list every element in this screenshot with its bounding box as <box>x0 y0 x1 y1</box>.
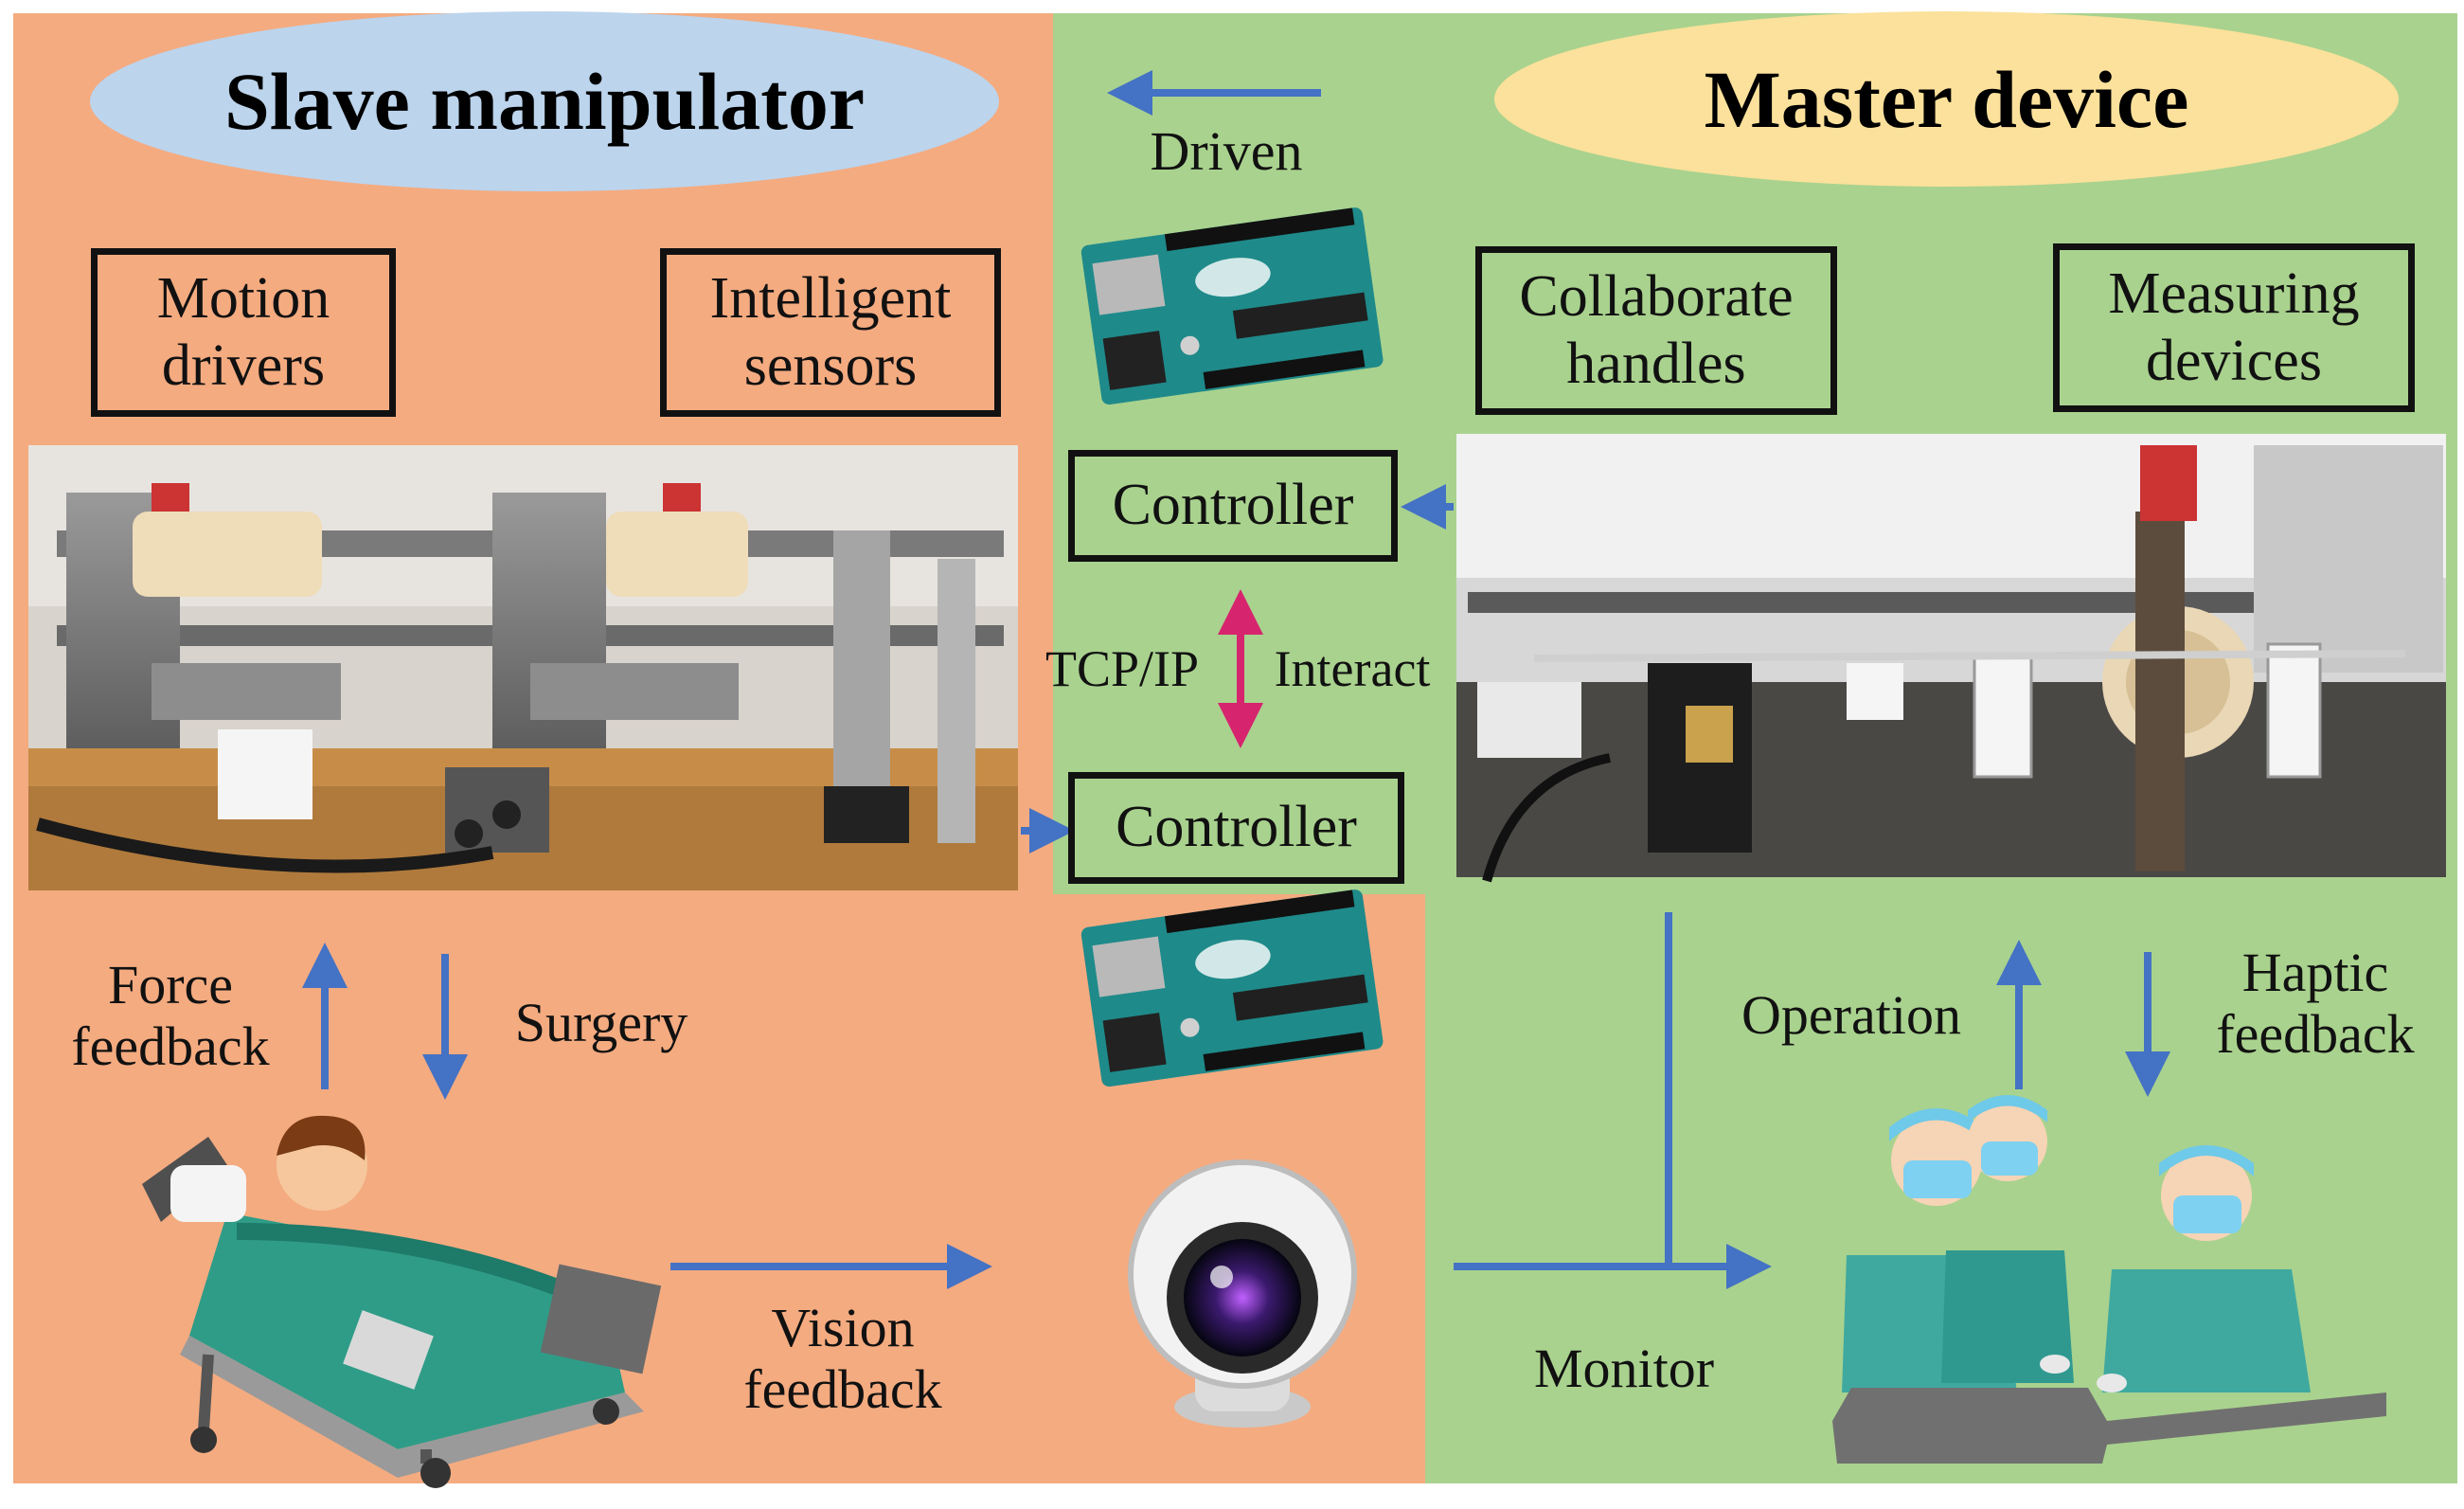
force-feedback-line2: feedback <box>71 1015 270 1077</box>
slave-robot-photo <box>28 445 1018 890</box>
operation-label: Operation <box>1741 984 1961 1046</box>
surgeons-icon <box>1832 1095 2386 1464</box>
vision-feedback-label: Vision feedback <box>705 1297 980 1421</box>
slave-title: Slave manipulator <box>223 56 866 147</box>
arduino-board-bottom-icon <box>1080 889 1384 1087</box>
measuring-devices-line1: Measuring <box>2108 260 2360 326</box>
motion-drivers-line2: drivers <box>161 333 326 398</box>
controller-top-label: Controller <box>1112 473 1354 538</box>
master-device-photo <box>1456 434 2446 883</box>
tcpip-label: TCP/IP <box>1045 640 1200 697</box>
haptic-feedback-line1: Haptic <box>2241 942 2389 1003</box>
patient-bed-icon <box>142 1115 662 1488</box>
collaborate-handles-line1: Collaborate <box>1519 263 1794 329</box>
haptic-feedback-line2: feedback <box>2216 1002 2415 1065</box>
interact-label: Interact <box>1274 640 1431 697</box>
master-title: Master device <box>1704 53 2189 145</box>
driven-label: Driven <box>1150 120 1303 182</box>
surgery-label: Surgery <box>514 992 688 1053</box>
monitor-label: Monitor <box>1533 1338 1715 1399</box>
controller-top-box: Controller <box>1068 450 1398 562</box>
controller-bottom-box: Controller <box>1068 772 1404 884</box>
haptic-feedback-label: Haptic feedback <box>2187 942 2443 1066</box>
slave-title-oval: Slave manipulator <box>90 11 999 191</box>
collaborate-handles-line2: handles <box>1566 332 1746 396</box>
force-feedback-label: Force feedback <box>38 954 303 1078</box>
arduino-board-top-icon <box>1080 207 1384 405</box>
intelligent-sensors-line2: sensors <box>743 333 918 398</box>
intelligent-sensors-line1: Intelligent <box>709 265 952 331</box>
vision-feedback-line1: Vision <box>771 1297 915 1358</box>
webcam-icon <box>1128 1159 1357 1428</box>
motion-drivers-line1: Motion <box>156 265 330 331</box>
vision-feedback-line2: feedback <box>743 1357 942 1420</box>
force-feedback-line1: Force <box>107 954 234 1015</box>
master-title-oval: Master device <box>1494 11 2399 187</box>
measuring-devices-line2: devices <box>2146 329 2322 393</box>
controller-bottom-label: Controller <box>1116 795 1357 860</box>
